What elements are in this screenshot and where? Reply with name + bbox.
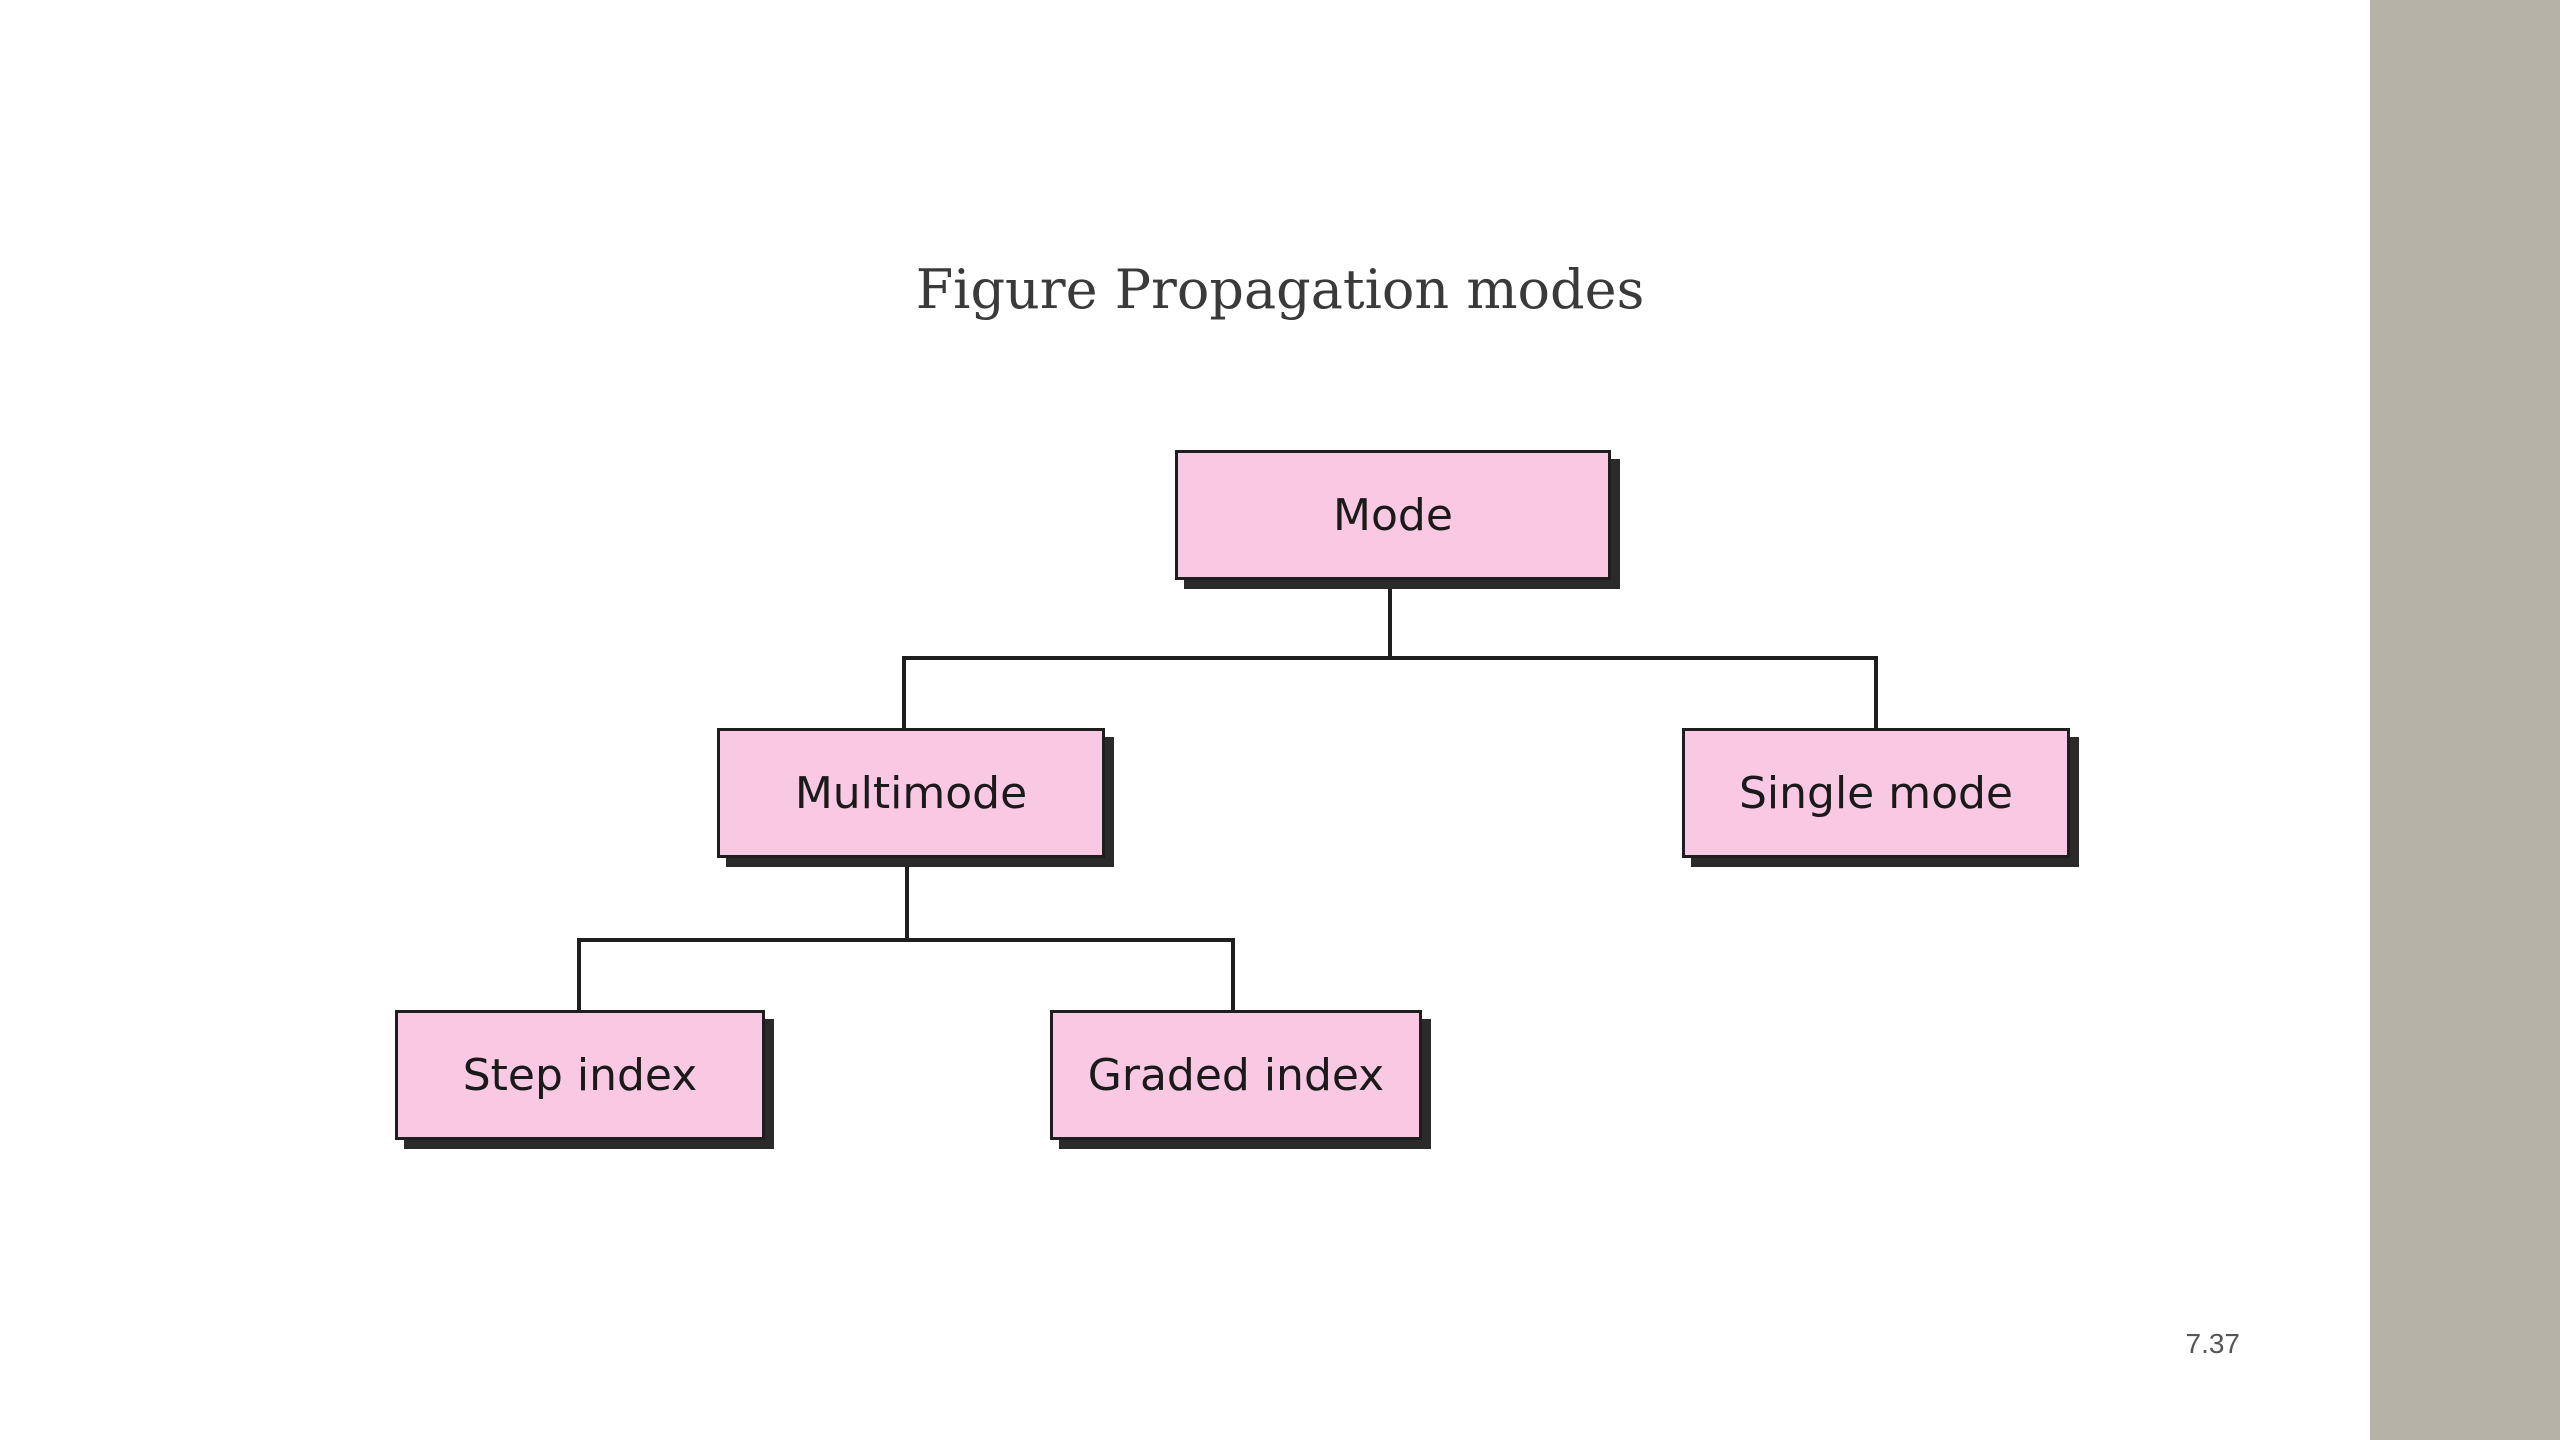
connector-mode-bar [902, 656, 1878, 660]
connector-multimode-bar [577, 938, 1235, 942]
connector-multimode-stem [905, 858, 909, 942]
slide-title: Figure Propagation modes [915, 258, 1645, 321]
slide-sidebar [2370, 0, 2560, 1440]
connector-to-graded-index [1231, 938, 1235, 1011]
connector-mode-stem [1388, 584, 1392, 660]
node-single-mode: Single mode [1682, 728, 2070, 858]
node-graded-index: Graded index [1050, 1010, 1422, 1140]
connector-to-single-mode [1874, 656, 1878, 729]
connector-to-multimode [902, 656, 906, 729]
connector-to-step-index [577, 938, 581, 1011]
node-multimode: Multimode [717, 728, 1105, 858]
node-mode: Mode [1175, 450, 1611, 580]
slide: Figure Propagation modes Mode Multimode … [395, 258, 2241, 1359]
page-number: 7.37 [2185, 1328, 2241, 1359]
node-step-index: Step index [395, 1010, 765, 1140]
